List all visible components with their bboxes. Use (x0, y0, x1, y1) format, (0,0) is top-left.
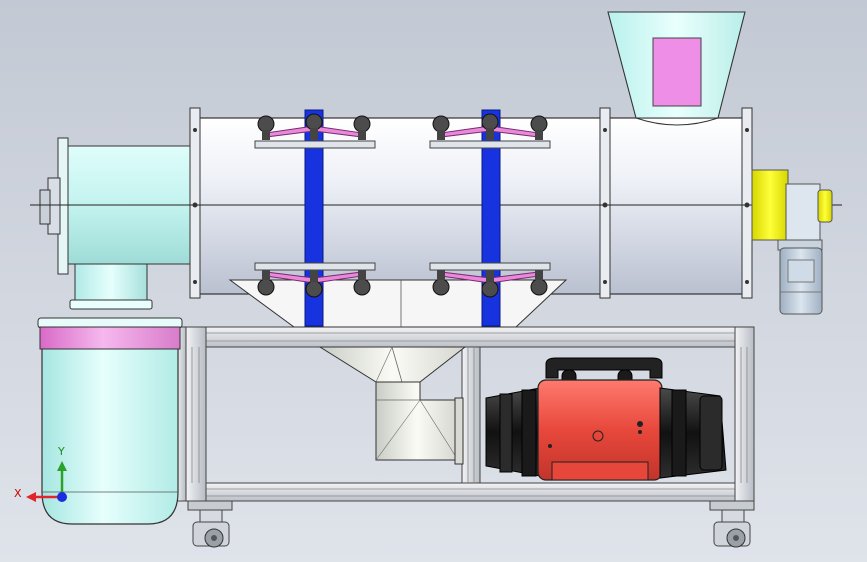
triad-x-label: X (14, 487, 22, 500)
drive-motor (751, 169, 833, 315)
clamp-assembly-left (254, 109, 376, 327)
support-frame (175, 326, 755, 502)
dust-collector-tank (37, 317, 183, 525)
triad-y-label: Y (57, 445, 65, 458)
caster-right (709, 500, 755, 548)
blower-unit (485, 357, 727, 481)
clamp-assembly-right (429, 109, 551, 327)
inlet-duct (39, 137, 197, 275)
feed-hopper (607, 11, 746, 126)
discharge-funnel (318, 346, 467, 465)
coordinate-triad: X Y (14, 445, 67, 502)
caster-left (187, 500, 233, 548)
